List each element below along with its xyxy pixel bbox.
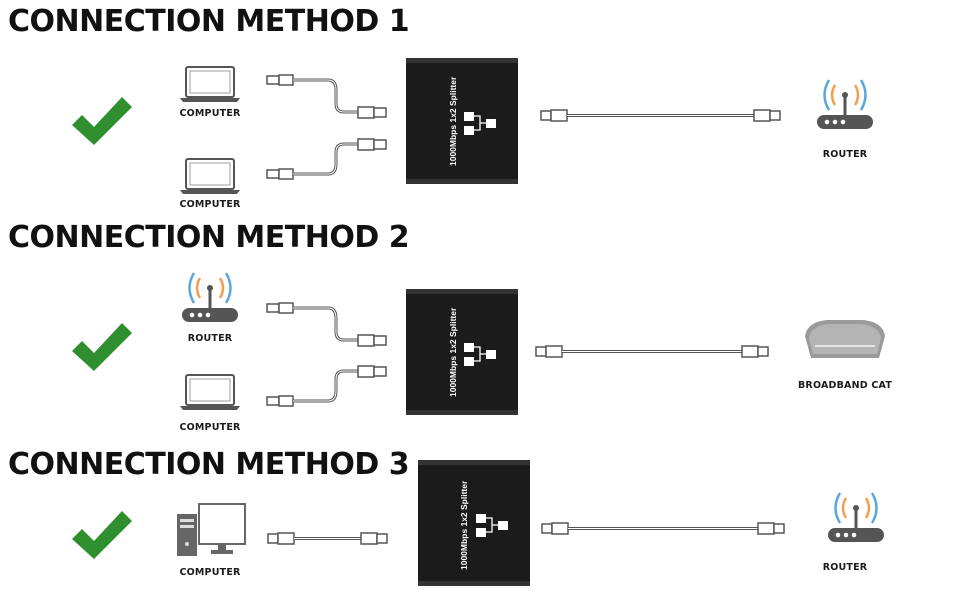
check-icon-2: [72, 323, 132, 371]
splitter-device: [405, 57, 519, 185]
device-label: ROUTER: [187, 333, 233, 344]
laptop-icon: [179, 158, 241, 195]
ethernet-cable: [540, 109, 781, 122]
router-icon: [180, 271, 240, 324]
section-2-title: CONNECTION METHOD 2: [8, 220, 410, 255]
splitter-device: [417, 459, 531, 587]
splitter-device: [405, 288, 519, 416]
device-label: COMPUTER: [179, 422, 241, 433]
laptop-icon: [179, 66, 241, 103]
device-label: BROADBAND CAT: [797, 380, 893, 391]
splitter-label: 1000Mbps 1x2 Splitter: [448, 76, 458, 166]
device-label: ROUTER: [822, 149, 868, 160]
device-label: COMPUTER: [179, 108, 241, 119]
device-label: COMPUTER: [179, 567, 241, 578]
ethernet-cable: [267, 532, 388, 545]
device-label: COMPUTER: [179, 199, 241, 210]
modem-icon: [804, 319, 886, 359]
y-cable: [266, 74, 387, 180]
ethernet-cable: [535, 345, 769, 358]
router-icon: [815, 78, 875, 131]
splitter-label: 1000Mbps 1x2 Splitter: [459, 480, 469, 570]
router-icon: [826, 491, 886, 544]
laptop-icon: [179, 374, 241, 411]
device-label: ROUTER: [822, 562, 868, 573]
section-1-title: CONNECTION METHOD 1: [8, 4, 410, 39]
check-icon-1: [72, 97, 132, 145]
ethernet-cable: [541, 522, 785, 535]
section-3-title: CONNECTION METHOD 3: [8, 447, 410, 482]
desktop-computer-icon: [176, 503, 246, 557]
y-cable: [266, 302, 387, 407]
splitter-label: 1000Mbps 1x2 Splitter: [448, 307, 458, 397]
check-icon-3: [72, 511, 132, 559]
